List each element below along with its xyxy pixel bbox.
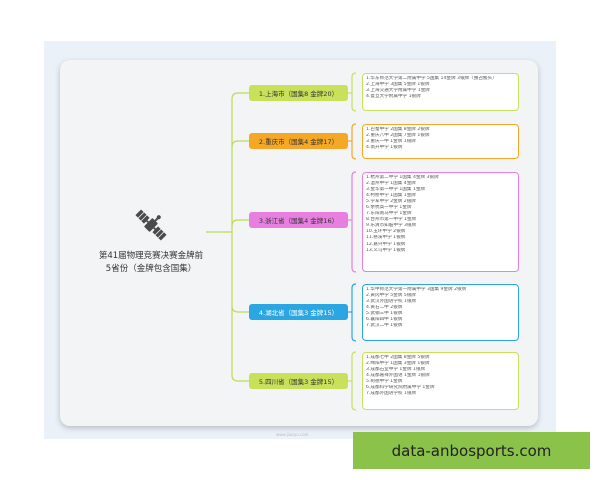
province-node-sichuan[interactable]: 5.四川省（国集3 金牌15） [249, 373, 348, 389]
school-item: 7.武汉二中 1银牌 [366, 323, 403, 329]
school-item: 2.重庆八中 2国集 7金牌 1银牌 [366, 133, 430, 139]
school-item: 2.温州中学 1国集 4金牌 [366, 181, 416, 187]
school-item: 3.成都石室中学 1金牌 1银牌 [366, 367, 426, 373]
province-label: 3.浙江省（国集4 金牌16） [258, 217, 339, 225]
school-item: 8.台州市第一中学 1金牌 [366, 217, 417, 223]
school-item: 7.东阳南马中学 1金牌 [366, 211, 412, 217]
connector-line [351, 171, 357, 273]
school-item: 5.武钢三中 1银牌 [366, 311, 403, 317]
school-item: 2.上海中学 3国集 5金牌 1银牌 [366, 82, 430, 88]
school-item: 3.武汉外国语学校 1银牌 [366, 299, 417, 305]
site-badge[interactable]: data-anbosports.com [353, 432, 590, 469]
school-item: 4.黄石二中 2银牌 [366, 305, 403, 311]
school-item: 4.复旦大学附属中学 1银牌 [366, 94, 421, 100]
province-node-chongqing[interactable]: 2.重庆市（国集4 金牌17） [249, 133, 348, 149]
school-item: 4.柯桥中学 1国集 1金牌 [366, 193, 416, 199]
school-list-chongqing: 1.巴蜀中学 2国集 8金牌 2银牌 2.重庆八中 2国集 7金牌 1银牌 3.… [362, 124, 519, 159]
center-title-line2: 5省份（金牌包含国集） [105, 264, 197, 274]
school-item: 13.义乌中学 1银牌 [366, 247, 406, 253]
school-item: 1.华东师范大学第二附属中学 5国集 14金牌 3银牌（独占鳌头） [366, 76, 497, 81]
school-item: 1.巴蜀中学 2国集 8金牌 2银牌 [366, 127, 430, 132]
connector-line [351, 283, 357, 342]
school-item: 3.上海交通大学附属中学 1金牌 [366, 88, 430, 94]
school-item: 1.华中师范大学第一附属中学 3国集 9金牌 2银牌 [366, 287, 467, 292]
province-label: 2.重庆市（国集4 金牌17） [258, 138, 339, 146]
province-node-shanghai[interactable]: 1.上海市（国集8 金牌20） [249, 85, 348, 101]
school-list-shanghai: 1.华东师范大学第二附属中学 5国集 14金牌 3银牌（独占鳌头） 2.上海中学… [362, 73, 519, 111]
school-list-hubei: 1.华中师范大学第一附属中学 3国集 9金牌 2银牌 2.黄冈中学 5金牌 5银… [362, 284, 519, 341]
connector-line [231, 374, 249, 382]
school-item: 3.金华第一中学 1国集 1金牌 [366, 187, 426, 193]
province-label: 5.四川省（国集3 金牌15） [258, 378, 339, 386]
school-list-zhejiang: 1.杭州第二中学 1国集 4金牌 3银牌 2.温州中学 1国集 4金牌 3.金华… [362, 172, 519, 272]
connector-line [231, 219, 249, 227]
connector-line [231, 140, 249, 148]
province-label: 4.湖北省（国集3 金牌15） [258, 309, 339, 317]
school-item: 4.成都嘉祥外国语 1金牌 1银牌 [366, 373, 430, 379]
center-title: 第41届物理竞赛决赛金牌前 5省份（金牌包含国集） [84, 250, 218, 276]
school-item: 11.慈溪中学 1银牌 [366, 235, 406, 241]
connector-line [351, 72, 357, 112]
province-node-zhejiang[interactable]: 3.浙江省（国集4 金牌16） [249, 212, 348, 228]
school-item: 4.南开中学 1银牌 [366, 145, 403, 151]
connector-line [351, 351, 357, 411]
school-item: 2.黄冈中学 5金牌 5银牌 [366, 293, 416, 299]
school-item: 5.学军中学 2金牌 2银牌 [366, 199, 416, 205]
school-item: 6.余杭高一中学 1金牌 [366, 205, 412, 211]
school-item: 6.襄阳四中 1银牌 [366, 317, 403, 323]
school-item: 10.玉环中学 2银牌 [366, 229, 406, 235]
province-label: 1.上海市（国集8 金牌20） [258, 90, 339, 98]
school-item: 5.树德中学 1金牌 [366, 379, 403, 385]
school-item: 1.杭州第二中学 1国集 4金牌 3银牌 [366, 175, 439, 180]
connector-line [231, 92, 249, 100]
school-item: 9.乐清市知临中学 3银牌 [366, 223, 417, 229]
watermark: www.jiaoyu.com [276, 432, 309, 437]
school-list-sichuan: 1.成都七中 2国集 8金牌 5银牌 2.绵阳中学 1国集 3金牌 1银牌 3.… [362, 352, 519, 410]
school-item: 6.成都科学研究院附属中学 1金牌 [366, 385, 435, 391]
connector-line [351, 123, 357, 160]
center-title-line1: 第41届物理竞赛决赛金牌前 [98, 251, 204, 261]
school-item: 1.成都七中 2国集 8金牌 5银牌 [366, 355, 430, 360]
school-item: 2.绵阳中学 1国集 3金牌 1银牌 [366, 361, 430, 367]
school-item: 12.嘉兴中学 1银牌 [366, 241, 406, 247]
connector-line [231, 305, 249, 313]
province-node-hubei[interactable]: 4.湖北省（国集3 金牌15） [249, 304, 348, 320]
school-item: 3.重庆一中 1金牌 1银牌 [366, 139, 416, 145]
satellite-icon [130, 204, 172, 246]
school-item: 7.成都外国语学校 1银牌 [366, 391, 417, 397]
